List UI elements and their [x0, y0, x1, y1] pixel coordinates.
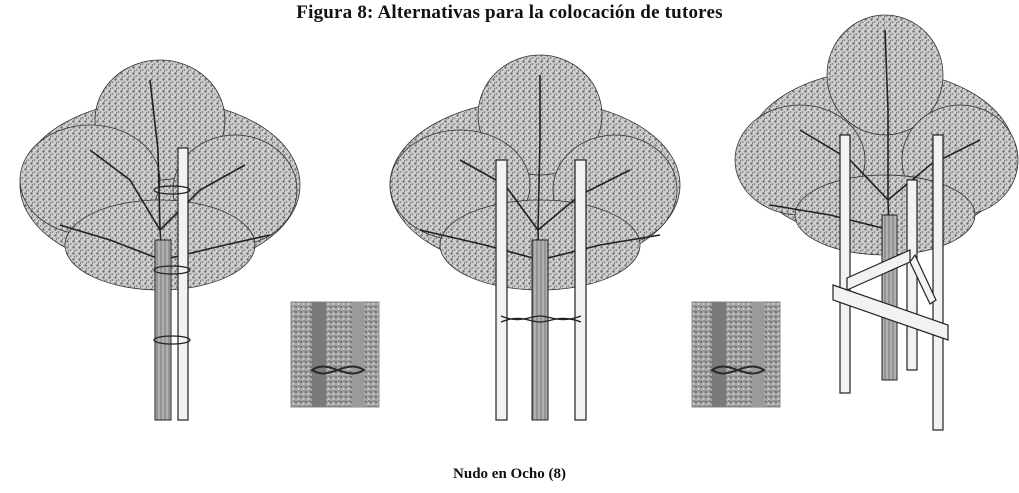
- inset-trunk: [712, 302, 726, 407]
- stake-right: [574, 159, 587, 421]
- tree-crown: [734, 14, 1019, 256]
- tie-band: [153, 185, 191, 345]
- tree-trunk: [881, 214, 898, 381]
- tie-band: [500, 315, 582, 323]
- cross-brace: [832, 249, 949, 341]
- figure-eight-knot: [710, 365, 766, 375]
- stake-back: [906, 179, 918, 371]
- tree-trunk: [531, 239, 549, 421]
- tree-two-stakes: [389, 54, 681, 421]
- stake: [177, 147, 189, 421]
- inset-stake: [752, 302, 764, 407]
- figure-caption: Nudo en Ocho (8): [453, 466, 566, 482]
- figure-title: Figura 8: Alternativas para la colocació…: [296, 2, 723, 23]
- stake-front-left: [839, 134, 851, 394]
- tree-branches: [769, 29, 981, 261]
- tree-single-stake: [19, 59, 301, 421]
- inset-stake: [352, 302, 364, 407]
- stake-front-right: [932, 134, 944, 431]
- tree-three-stakes: [734, 14, 1019, 431]
- stake-left: [495, 159, 508, 421]
- figure-eight-knot-detail-1: [290, 301, 380, 408]
- figure-eight-knot: [310, 365, 366, 375]
- figure-eight-knot-detail-2: [691, 301, 781, 408]
- tree-trunk: [154, 239, 172, 421]
- inset-trunk: [312, 302, 326, 407]
